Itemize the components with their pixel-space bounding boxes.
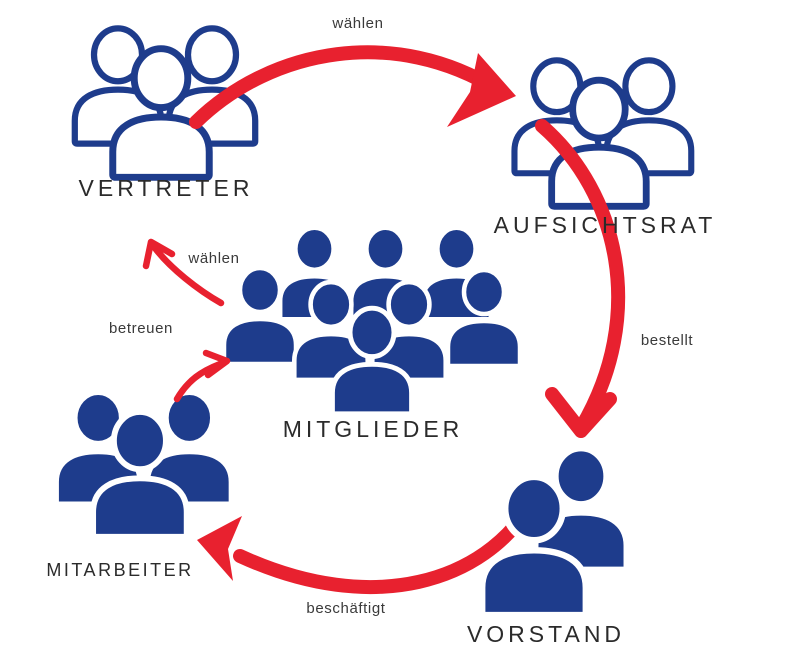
waehlen-top-label: wählen (331, 15, 383, 32)
arrow-beschaeftigt-head (197, 516, 242, 581)
arrow-waehlen-top-head (447, 53, 516, 127)
vertreter-label: VERTRETER (79, 175, 254, 201)
bestellt-label: bestellt (641, 332, 694, 349)
arrow-waehlen-members (151, 244, 225, 307)
arrow-waehlen-top (189, 45, 505, 129)
mitarbeiter-label: MITARBEITER (46, 560, 193, 580)
beschaeftigt-label: beschäftigt (306, 600, 385, 617)
mitglieder-label: MITGLIEDER (283, 416, 464, 442)
arrow-bestellt (535, 119, 626, 435)
vorstand-label: VORSTAND (467, 621, 625, 647)
arrow-bestellt-head (545, 387, 617, 438)
betreuen-label: betreuen (109, 320, 173, 337)
arrow-betreuen-head (202, 349, 231, 379)
waehlen-members-label: wählen (187, 250, 239, 267)
arrow-beschaeftigt (233, 498, 537, 594)
aufsichtsrat-label: AUFSICHTSRAT (494, 212, 717, 238)
arrow-waehlen-members-head (142, 238, 176, 270)
